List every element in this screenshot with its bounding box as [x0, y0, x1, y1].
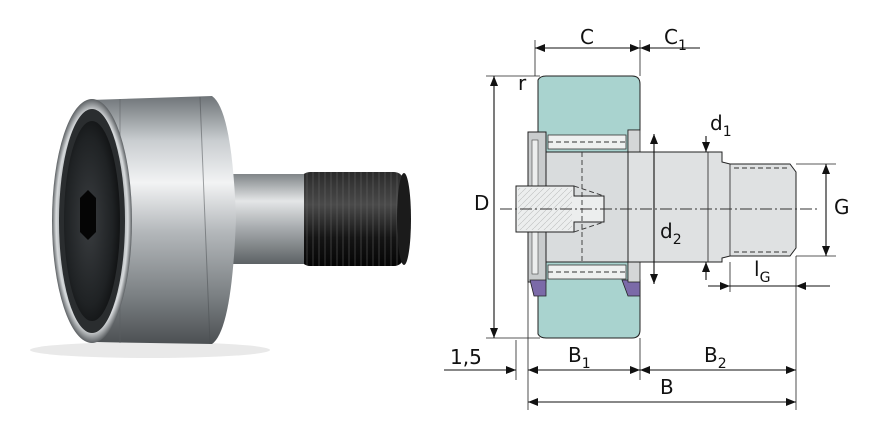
label-c: C — [580, 25, 594, 49]
product-photo — [30, 96, 411, 358]
label-b2: B2 — [704, 343, 727, 372]
label-b: B — [660, 375, 674, 399]
label-b1: B1 — [568, 343, 591, 372]
stud-shaft — [627, 151, 797, 263]
cross-section-drawing: C C1 r D d1 d2 G lG 1,5 B1 B2 B — [444, 25, 850, 410]
label-edge: 1,5 — [450, 345, 482, 369]
label-d2: d2 — [660, 219, 682, 248]
label-c1: C1 — [664, 25, 687, 54]
label-r: r — [518, 71, 527, 95]
label-g: G — [834, 195, 850, 219]
label-lg: lG — [754, 257, 770, 286]
label-d-outer: D — [474, 191, 489, 215]
label-d1: d1 — [710, 111, 732, 140]
